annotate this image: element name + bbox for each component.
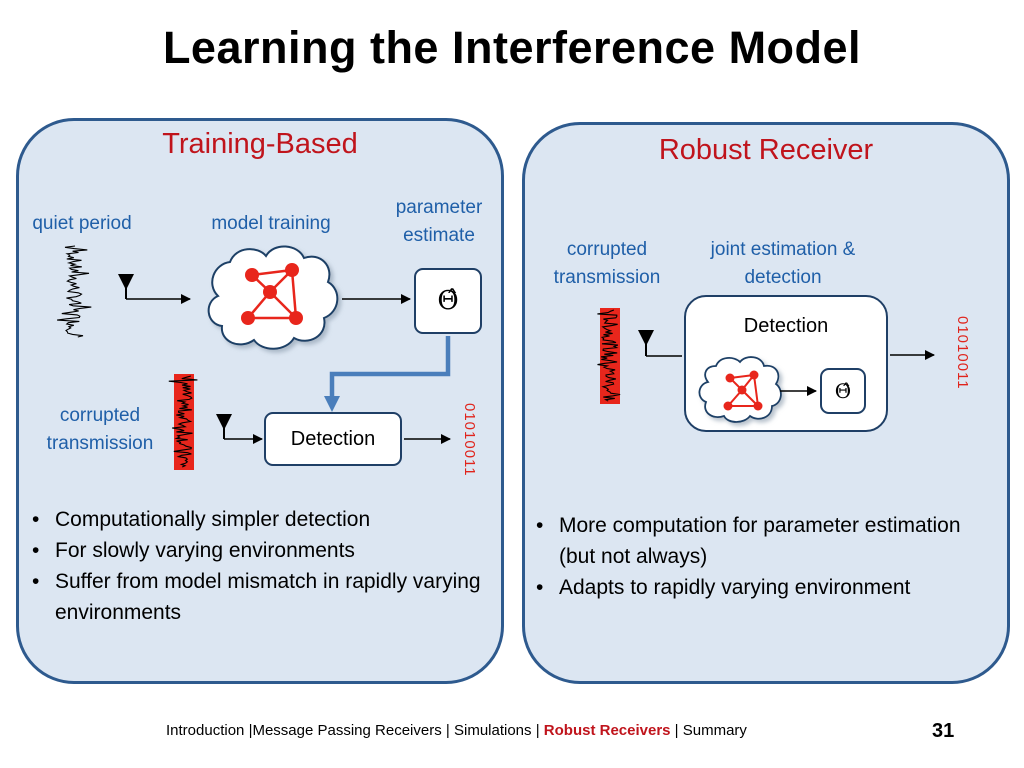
joint-estimation-line1: joint estimation & [710,239,856,260]
right-theta-estimate-box: Θ̂ [820,368,866,414]
joint-estimation-graph-icon [723,370,763,411]
footer-item-summary[interactable]: Summary [682,722,747,739]
left-corrupted-line2: transmission [46,433,154,454]
right-corrupted-line2: transmission [553,267,661,288]
left-corrupted-waveform [168,375,198,468]
footer-item-simulations[interactable]: Simulations [453,722,532,739]
footer-item-message-passing[interactable]: Message Passing Receivers [252,722,442,739]
estimate-to-detection-arrow [324,336,451,412]
left-bullet-item: Computationally simpler detection [24,504,494,535]
left-corrupted-line1: corrupted [59,405,141,426]
right-bullet-item: Adapts to rapidly varying environment [528,572,998,603]
left-detection-box: Detection [264,412,402,466]
right-antenna-icon [638,330,682,357]
left-top-antenna-icon [118,274,191,304]
right-bullet-item: More computation for parameter estimatio… [528,510,998,572]
joint-estimation-line2: detection [744,267,822,288]
left-bullet-item: Suffer from model mismatch in rapidly va… [24,566,494,628]
left-bullet-item: For slowly varying environments [24,535,494,566]
parameter-estimate-line2: estimate [403,225,475,246]
robust-receiver-title: Robust Receiver [658,134,874,166]
theta-estimate-box: Θ̂ [414,268,482,334]
quiet-period-waveform [57,245,92,338]
parameter-estimate-label: parameter estimate [380,194,498,250]
left-bullet-list: Computationally simpler detection For sl… [24,504,494,628]
footer-item-introduction[interactable]: Introduction [166,722,245,739]
right-corrupted-line1: corrupted [566,239,648,260]
slide-title: Learning the Interference Model [162,22,862,73]
page-number: 31 [932,720,955,742]
training-based-title: Training-Based [162,128,358,160]
quiet-period-label: quiet period [32,213,132,234]
left-bottom-antenna-icon [216,414,263,444]
footer-navigation: Introduction |Message Passing Receivers … [166,722,747,739]
left-corrupted-transmission-label: corrupted transmission [34,402,166,458]
right-bullet-list: More computation for parameter estimatio… [528,510,998,603]
right-corrupted-waveform [597,309,621,402]
model-training-label: model training [211,213,331,234]
footer-item-robust-receivers[interactable]: Robust Receivers [543,722,671,739]
joint-estimation-label: joint estimation & detection [690,236,876,292]
parameter-estimate-line1: parameter [395,197,483,218]
right-corrupted-transmission-label: corrupted transmission [540,236,674,292]
model-training-graph-icon [241,263,303,325]
